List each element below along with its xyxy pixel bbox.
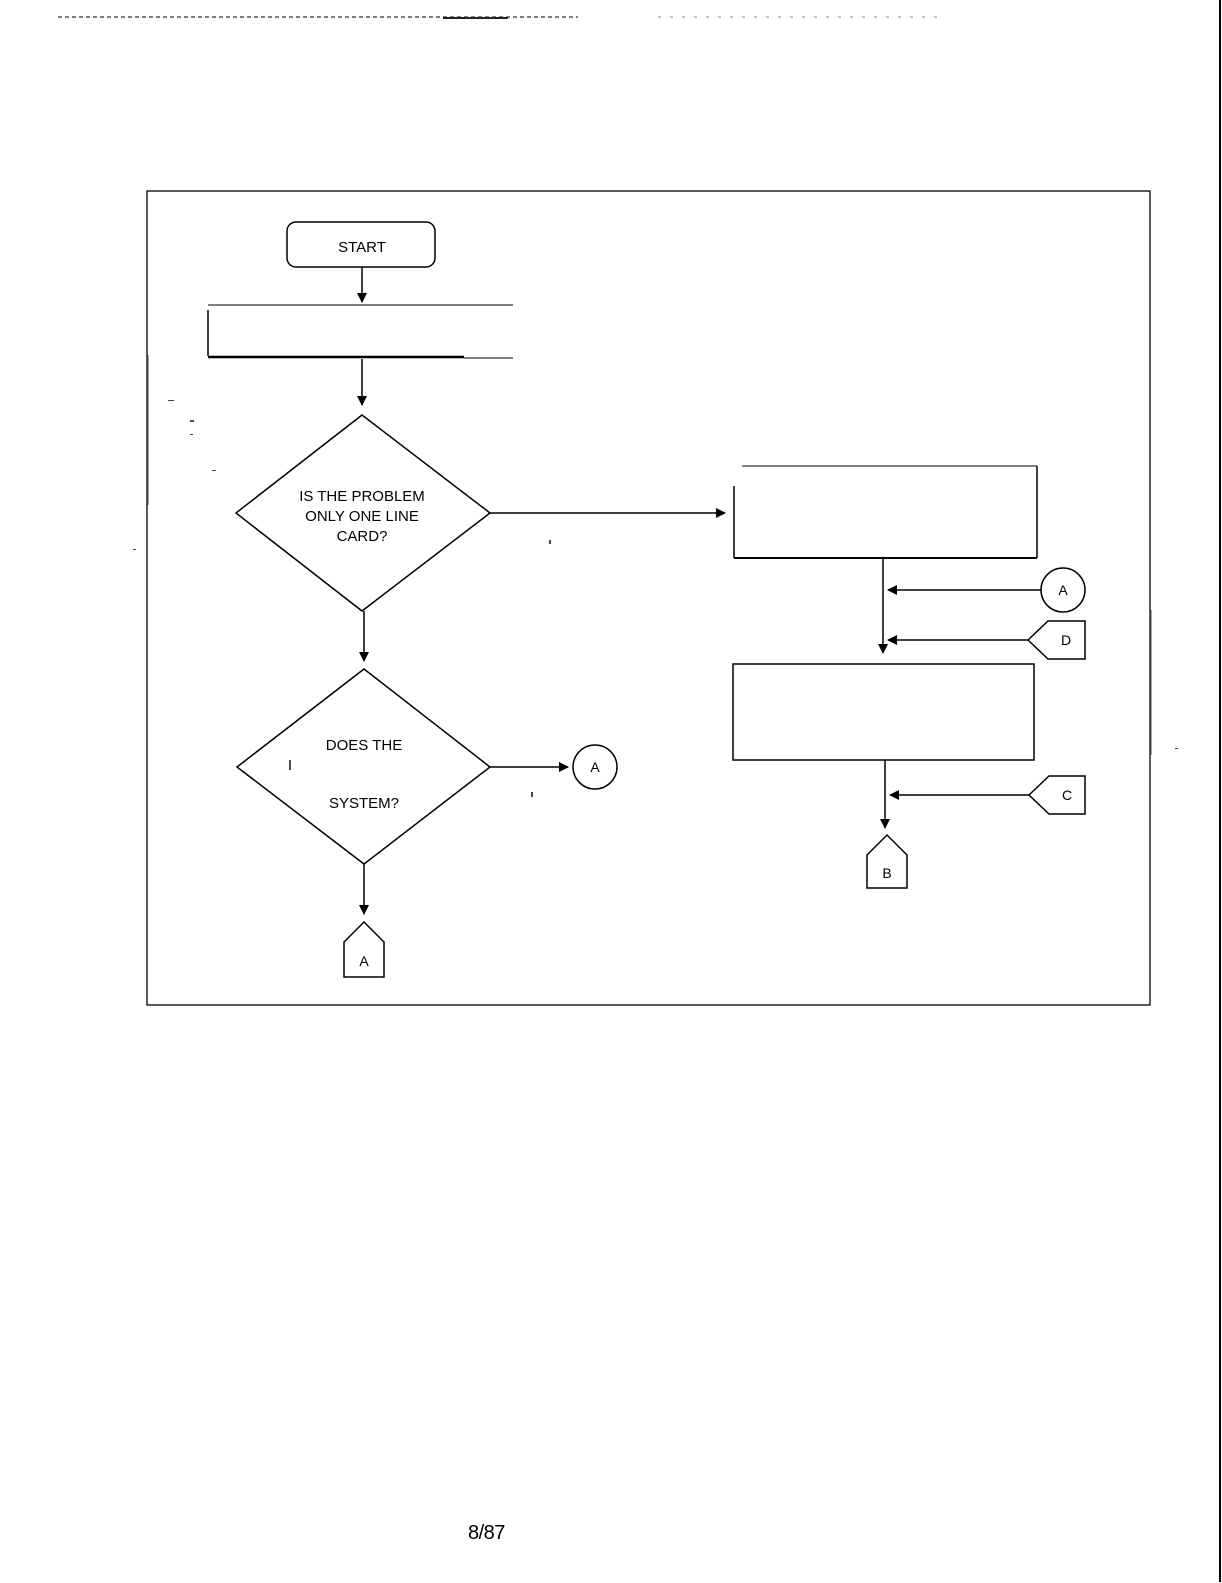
offpage-connector-d: D — [1026, 620, 1086, 660]
offpage-connector-c: C — [1027, 775, 1086, 815]
process-box-right-2 — [732, 663, 1035, 761]
decision-2-line-1: DOES THE — [326, 737, 402, 754]
offpage-connector-a-label: A — [359, 953, 369, 969]
decision-1-line-2: ONLY ONE LINE — [305, 508, 419, 525]
scan-specks — [133, 355, 1178, 797]
connector-circle-a-right-label: A — [1058, 582, 1068, 598]
process-box-1 — [207, 304, 513, 359]
connector-circle-a-left: A — [572, 744, 618, 790]
decision-diamond-1: IS THE PROBLEM ONLY ONE LINE CARD? — [234, 414, 492, 612]
start-label: START — [338, 239, 386, 256]
decision-1-line-3: CARD? — [337, 528, 388, 545]
decision-2-line-2: SYSTEM? — [329, 795, 399, 812]
process-box-right-1 — [733, 465, 1038, 559]
decision-2-stray-mark: I — [288, 757, 292, 774]
start-terminator: START — [286, 221, 436, 268]
decision-1-line-1: IS THE PROBLEM — [299, 488, 425, 505]
offpage-connector-d-label: D — [1061, 632, 1071, 648]
decision-diamond-2: DOES THE SYSTEM? I — [235, 668, 492, 865]
connector-circle-a-right: A — [1040, 567, 1086, 613]
scan-noise-line — [58, 16, 938, 19]
page-number: 8/87 — [468, 1522, 505, 1544]
diagram-frame — [146, 190, 1151, 1006]
offpage-connector-b: B — [866, 833, 908, 889]
connector-circle-a-left-label: A — [590, 759, 600, 775]
offpage-connector-b-label: B — [882, 865, 891, 881]
offpage-connector-a: A — [343, 920, 385, 978]
offpage-connector-c-label: C — [1062, 787, 1072, 803]
